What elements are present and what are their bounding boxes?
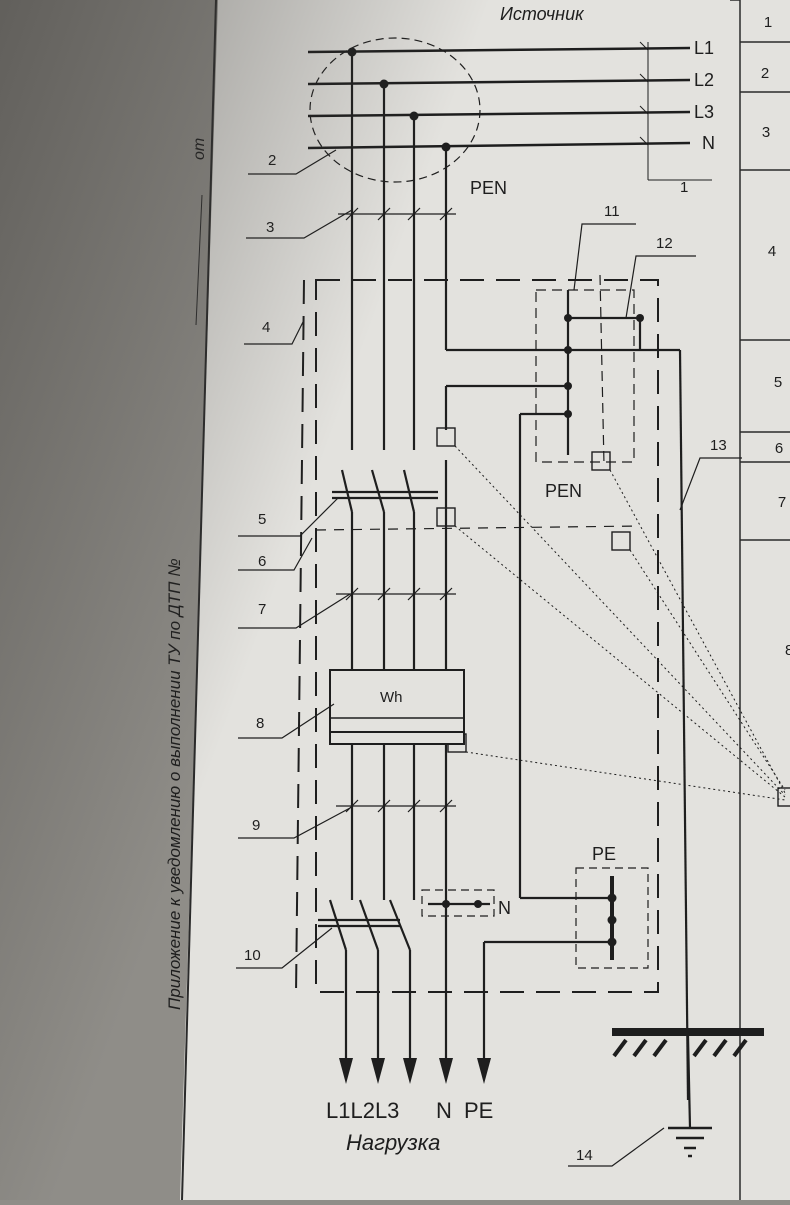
callout-number: 7 — [258, 601, 266, 618]
table-number: 6 — [775, 440, 783, 457]
side-caption-fill-line — [195, 194, 203, 326]
source-label: Источник — [500, 4, 585, 24]
side-caption-suffix: от — [191, 138, 208, 160]
callout-number: 11 — [604, 203, 620, 220]
table-number: 3 — [762, 124, 770, 141]
callout-number: 13 — [710, 437, 727, 454]
load-phase-labels: L1L2L3 — [326, 1098, 399, 1123]
side-caption: Приложение к уведомлению о выполнении ТУ… — [165, 558, 184, 1010]
callout-number: 12 — [656, 235, 673, 252]
table-number: 1 — [764, 14, 772, 31]
pen-cabinet-label: PEN — [545, 481, 582, 501]
neutral-label: N — [498, 898, 511, 918]
table-number-partial: 8 — [785, 642, 790, 659]
callout-number: 4 — [262, 319, 270, 336]
callout-number: 2 — [268, 152, 276, 169]
table-number: 5 — [774, 374, 782, 391]
meter-label: Wh — [380, 689, 403, 706]
callout-number: 1 — [680, 179, 688, 196]
pen-top-label: PEN — [470, 178, 507, 198]
load-pe-label: PE — [464, 1098, 493, 1123]
callout-number: 6 — [258, 553, 266, 570]
load-n-label: N — [436, 1098, 452, 1123]
callout-number: 3 — [266, 219, 274, 236]
bus-label: L1 — [694, 38, 714, 58]
bus-label: N — [702, 133, 715, 153]
callout-number: 8 — [256, 715, 264, 732]
load-title: Нагрузка — [346, 1130, 440, 1155]
table-number: 4 — [768, 243, 776, 260]
callout-number: 9 — [252, 817, 260, 834]
callout-number: 14 — [576, 1147, 593, 1164]
callout-number: 10 — [244, 947, 261, 964]
bus-label: L3 — [694, 102, 714, 122]
table-number: 7 — [778, 494, 786, 511]
pe-label: PE — [592, 844, 616, 864]
bus-label: L2 — [694, 70, 714, 90]
table-number: 2 — [761, 65, 769, 82]
callout-number: 5 — [258, 511, 266, 528]
